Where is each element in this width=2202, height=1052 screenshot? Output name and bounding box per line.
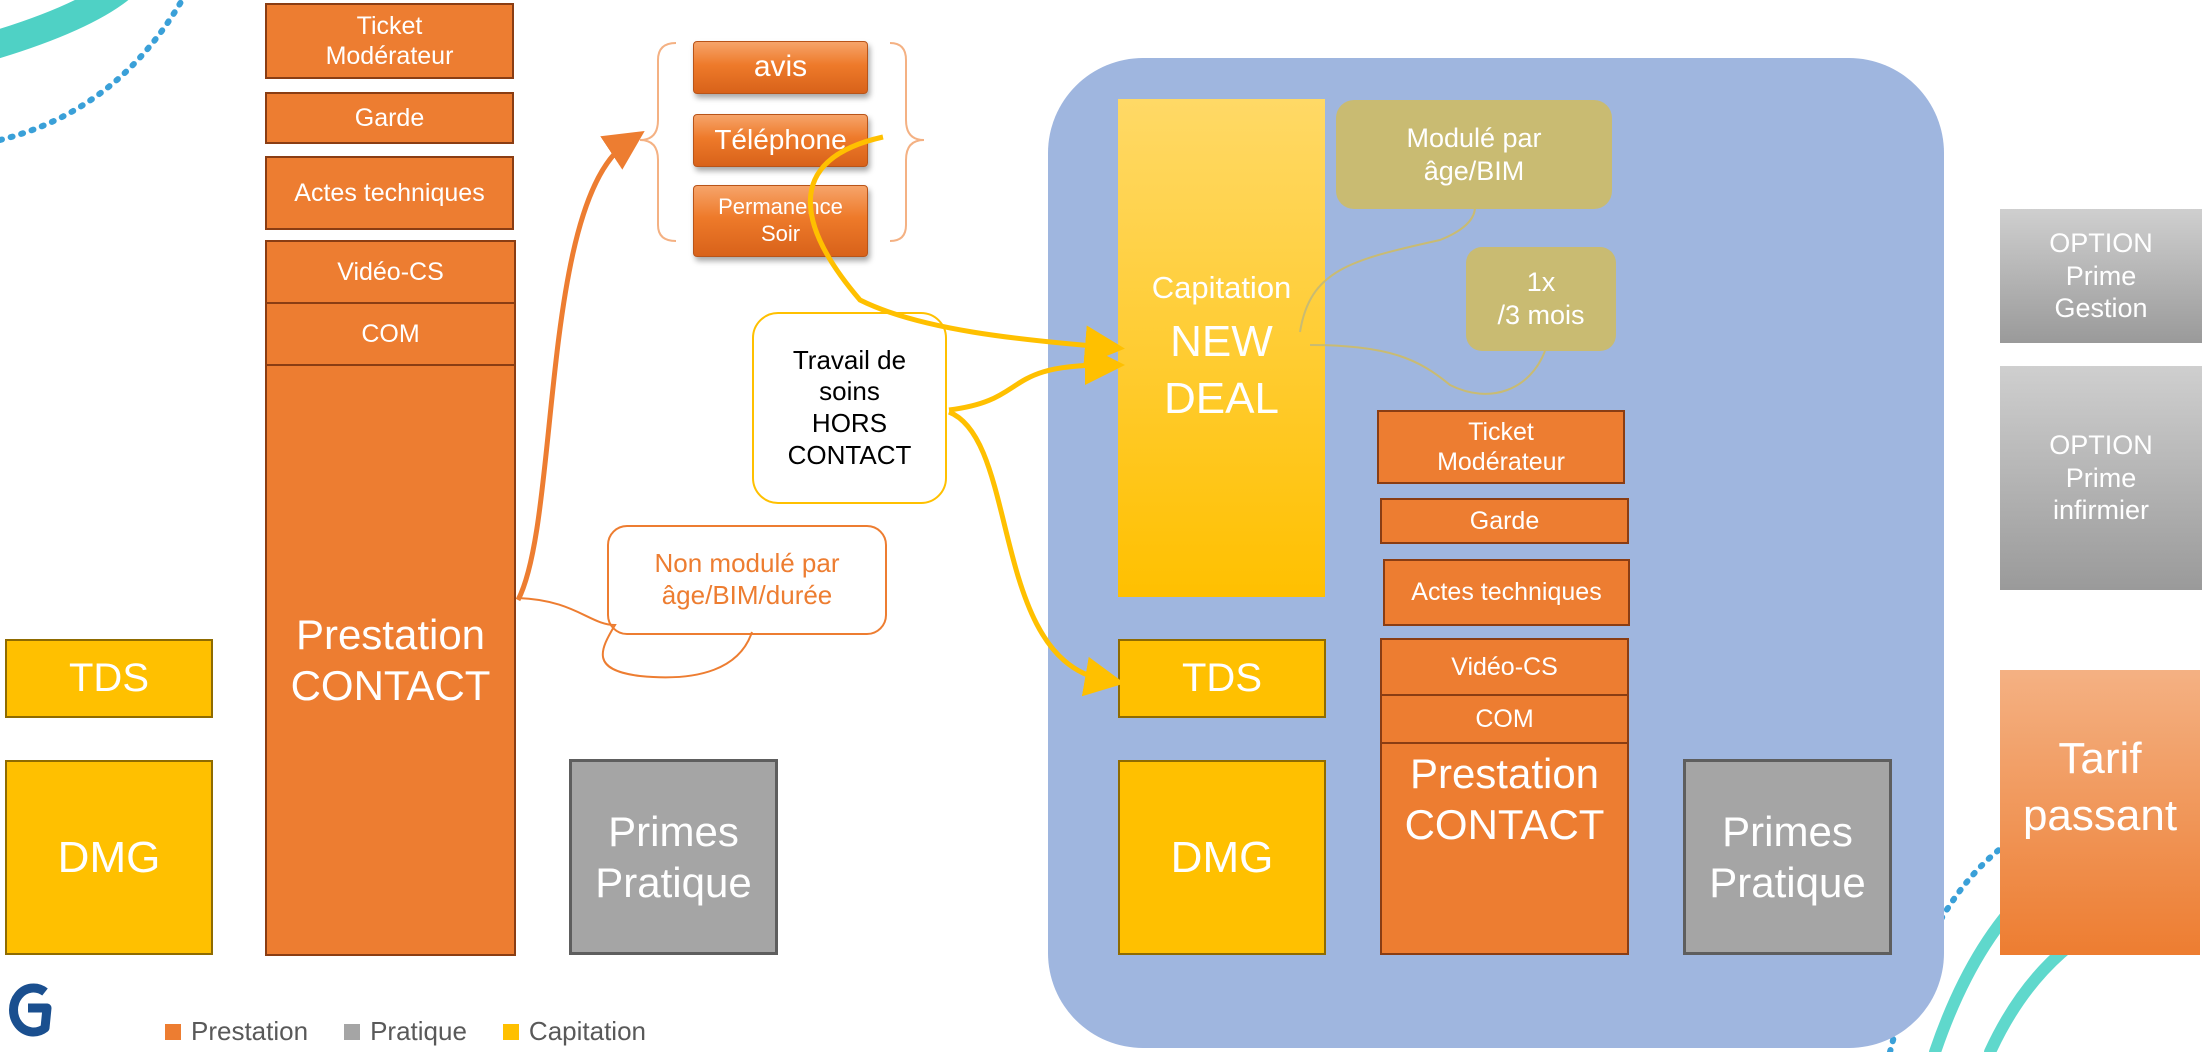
avis-button: avis	[693, 41, 868, 94]
actes-techniques-left: Actes techniques	[265, 156, 514, 230]
option-prime-infirmier: OPTION Prime infirmier	[2000, 366, 2202, 590]
telephone-button: Téléphone	[693, 114, 868, 167]
permanence-soir-button: Permanence Soir	[693, 185, 868, 257]
legend-label-prestation: Prestation	[191, 1016, 309, 1046]
dotted-arc-topleft	[0, 0, 186, 143]
legend-label-pratique: Pratique	[370, 1016, 467, 1046]
garde-left: Garde	[265, 92, 514, 144]
garde-newdeal: Garde	[1380, 498, 1629, 544]
dmg-box-newdeal: DMG	[1118, 760, 1326, 955]
actes-techniques-newdeal: Actes techniques	[1383, 559, 1630, 626]
tarif-passant: Tarif passant	[2000, 670, 2200, 955]
legend-swatch-capitation	[502, 1023, 519, 1040]
arrow-hors-contact-to-tds	[947, 409, 1125, 697]
frequency-callout: 1x /3 mois	[1466, 247, 1616, 351]
capitation-label: Capitation	[1151, 269, 1292, 305]
com-newdeal: COM	[1380, 694, 1629, 744]
prestation-contact-left: Prestation CONTACT	[265, 364, 516, 956]
module-par-callout-tail	[1299, 206, 1476, 333]
ticket-moderateur-newdeal: Ticket Modérateur	[1377, 410, 1625, 484]
teal-swoosh-topleft	[0, 0, 129, 59]
options-bracket-left	[639, 42, 677, 242]
legend-label-capitation: Capitation	[528, 1016, 646, 1046]
legend: Prestation Pratique Capitation	[165, 1016, 646, 1047]
legend-item-capitation: Capitation	[502, 1016, 646, 1047]
ticket-moderateur-left: Ticket Modérateur	[265, 3, 514, 79]
legend-item-prestation: Prestation	[165, 1016, 308, 1047]
g-logo-icon	[9, 983, 52, 1037]
options-bracket-right	[889, 42, 925, 242]
arrow-hors-contact-to-capitation	[948, 345, 1125, 413]
com-left: COM	[265, 302, 516, 366]
arrow-to-options	[515, 130, 645, 602]
option-prime-gestion: OPTION Prime Gestion	[2000, 209, 2202, 343]
frequency-callout-tail	[1309, 344, 1546, 395]
module-par-callout: Modulé par âge/BIM	[1336, 100, 1612, 209]
dmg-box-left: DMG	[5, 760, 213, 955]
legend-swatch-prestation	[165, 1023, 181, 1040]
travail-hors-contact: Travail de soins HORS CONTACT	[752, 312, 947, 504]
legend-swatch-pratique	[344, 1023, 361, 1040]
primes-pratique-newdeal: Primes Pratique	[1683, 759, 1892, 955]
arrow-telephone-to-capitation	[808, 134, 1125, 366]
non-module-callout: Non modulé par âge/BIM/durée	[607, 525, 887, 635]
primes-pratique-left: Primes Pratique	[569, 759, 778, 955]
tds-box-left: TDS	[5, 639, 213, 718]
video-cs-newdeal: Vidéo-CS	[1380, 638, 1629, 696]
non-module-callout-tail	[517, 597, 753, 679]
tds-box-newdeal: TDS	[1118, 639, 1326, 718]
prestation-contact-newdeal: Prestation CONTACT	[1380, 742, 1629, 955]
new-deal-label: NEW DEAL	[1164, 316, 1279, 423]
capitation-new-deal-bar: Capitation NEW DEAL	[1118, 99, 1325, 597]
legend-item-pratique: Pratique	[344, 1016, 467, 1047]
